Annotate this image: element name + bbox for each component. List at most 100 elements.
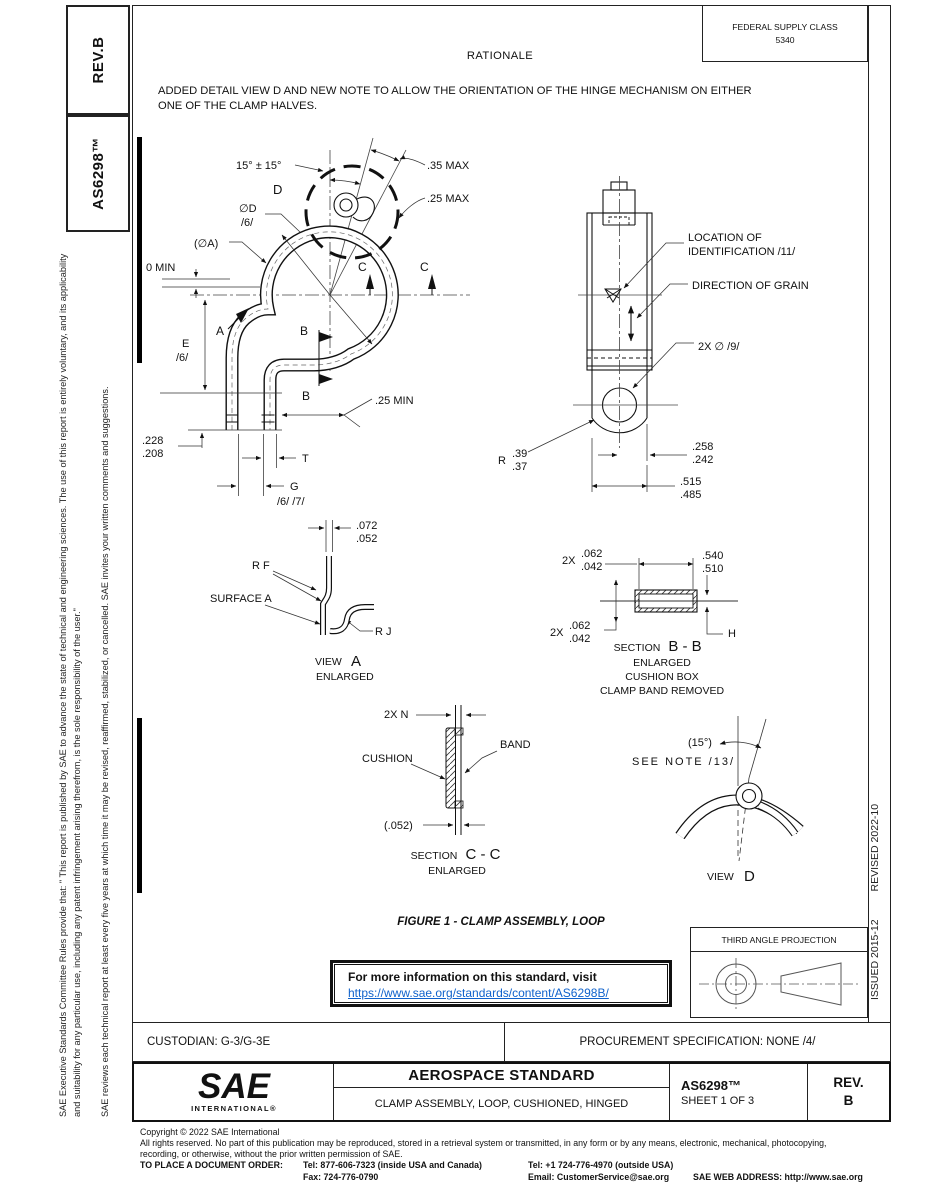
copyright-line: Copyright © 2022 SAE International: [140, 1127, 280, 1137]
sae-logo-text: SAE: [198, 1067, 272, 1106]
revision-label: REV.: [833, 1075, 864, 1091]
info-box: For more information on this standard, v…: [330, 960, 672, 1007]
document-code-box: AS6298™: [66, 115, 130, 232]
dim-note: /6/: [176, 352, 189, 364]
band-plan-view: LOCATION OF IDENTIFICATION /11/ DIRECTIO…: [498, 176, 809, 501]
section-caption: CLAMP BAND REMOVED: [600, 685, 724, 697]
main-clamp-view: 15° ± 15° .35 MAX .25 MAX D ∅D /6/ (∅A) …: [142, 137, 470, 508]
dim-label: .242: [692, 454, 713, 466]
callout-label: LOCATION OF: [688, 232, 762, 244]
right-column-line: [868, 5, 869, 1022]
dim-label: H: [728, 628, 736, 640]
revision-cell: REV. B: [808, 1064, 889, 1120]
view-letter: A: [216, 324, 224, 338]
custodian-row: CUSTODIAN: G-3/G-3E PROCUREMENT SPECIFIC…: [132, 1022, 891, 1062]
callout-label: DIRECTION OF GRAIN: [692, 280, 809, 292]
dim-note: /6/ /7/: [277, 496, 305, 508]
third-angle-projection-box: THIRD ANGLE PROJECTION: [690, 927, 868, 1018]
section-letter: C: [420, 260, 429, 274]
change-bar-bottom: [137, 718, 142, 893]
detail-letter: D: [273, 182, 282, 197]
dim-label: .25 MIN: [375, 395, 414, 407]
section-caption: ENLARGED: [633, 657, 691, 669]
hinge-loop: [333, 192, 359, 218]
view-a-enlarged: .072 .052 R F SURFACE A R J VIEW A ENLAR…: [210, 520, 392, 683]
title-block-middle: AEROSPACE STANDARD CLAMP ASSEMBLY, LOOP,…: [334, 1064, 670, 1120]
sae-logo: SAE INTERNATIONAL®: [134, 1064, 334, 1120]
dim-label: .25 MAX: [427, 193, 470, 205]
procurement-cell: PROCUREMENT SPECIFICATION: NONE /4/: [579, 1036, 816, 1048]
dim-label: .072: [356, 520, 377, 532]
callout-label: SURFACE A: [210, 593, 272, 605]
view-caption: VIEW: [315, 656, 342, 668]
rev-box: REV. B: [66, 5, 130, 115]
dim-label: (15°): [688, 737, 712, 749]
view-letter: A: [351, 653, 361, 670]
section-letter: B: [302, 389, 310, 403]
order-label: TO PLACE A DOCUMENT ORDER:: [140, 1160, 283, 1170]
dim-label: .062: [581, 548, 602, 560]
projection-title: THIRD ANGLE PROJECTION: [691, 928, 867, 952]
dim-label: G: [290, 481, 299, 493]
dim-label: .052: [356, 533, 377, 545]
section-b-b: 2X .062 .042 .540 .510 2X .062 .042 H SE…: [550, 548, 738, 697]
rationale-line-1: ADDED DETAIL VIEW D AND NEW NOTE TO ALLO…: [158, 85, 752, 97]
dim-label: .042: [581, 561, 602, 573]
dim-label: .228: [142, 435, 163, 447]
rights-line-2: recording, or otherwise, without the pri…: [140, 1149, 403, 1159]
dim-label: ∅D: [239, 203, 257, 215]
side-note-2: SAE reviews each technical report at lea…: [99, 386, 110, 1117]
view-letter: D: [744, 868, 755, 885]
dim-label: 2X N: [384, 709, 409, 721]
section-caption: ENLARGED: [428, 865, 486, 877]
side-legal-notes: SAE Executive Standards Committee Rules …: [56, 243, 114, 1117]
callout-label: SEE NOTE /13/: [632, 756, 735, 768]
issued-revised-column: ISSUED 2015-12 REVISED 2022-10: [869, 558, 892, 1000]
standard-link[interactable]: https://www.sae.org/standards/content/AS…: [348, 986, 609, 1000]
callout-label: 2X ∅ /9/: [698, 341, 740, 353]
sheet-number: SHEET 1 OF 3: [681, 1094, 755, 1107]
detail-d-boundary: [304, 164, 400, 260]
dim-label: E: [182, 338, 189, 350]
standard-type: AEROSPACE STANDARD: [334, 1064, 669, 1088]
tel-inside: Tel: 877-606-7323 (inside USA and Canada…: [303, 1160, 482, 1170]
rev-label: REV.: [89, 47, 107, 84]
info-text: For more information on this standard, v…: [348, 970, 597, 984]
document-number: AS6298™: [681, 1077, 741, 1093]
section-caption: SECTION: [614, 642, 661, 654]
dim-label: .515: [680, 476, 701, 488]
dim-label: .258: [692, 441, 713, 453]
change-bar-top: [137, 137, 142, 363]
tel-outside: Tel: +1 724-776-4970 (outside USA): [528, 1160, 674, 1170]
callout-label: R F: [252, 560, 270, 572]
dim-label: R: [498, 455, 506, 467]
dim-label: (∅A): [194, 238, 218, 250]
callout-label: BAND: [500, 739, 531, 751]
dim-label: .37: [512, 461, 527, 473]
view-caption: VIEW: [707, 871, 734, 883]
issued-date: ISSUED 2015-12: [869, 919, 881, 1000]
third-angle-projection-symbol: [699, 958, 859, 1010]
figure-caption: FIGURE 1 - CLAMP ASSEMBLY, LOOP: [397, 916, 605, 928]
document-title: CLAMP ASSEMBLY, LOOP, CUSHIONED, HINGED: [374, 1098, 629, 1110]
email-line: Email: CustomerService@sae.org: [528, 1172, 670, 1182]
dim-label: .510: [702, 563, 723, 575]
dim-label: 0 MIN: [146, 262, 175, 274]
section-letter: B - B: [668, 638, 701, 655]
section-letter: C: [358, 260, 367, 274]
callout-label: CUSHION: [362, 753, 413, 765]
section-letter: C - C: [466, 846, 501, 863]
figure-1-drawing: 15° ± 15° .35 MAX .25 MAX D ∅D /6/ (∅A) …: [142, 137, 809, 885]
dim-note: /6/: [241, 217, 254, 229]
side-note-1: SAE Executive Standards Committee Rules …: [58, 253, 83, 1117]
dim-label: .042: [569, 633, 590, 645]
title-block: SAE INTERNATIONAL® AEROSPACE STANDARD CL…: [132, 1062, 891, 1122]
dim-label: .208: [142, 448, 163, 460]
sae-logo-subtext: INTERNATIONAL®: [191, 1104, 277, 1113]
document-code: AS6298™: [89, 137, 107, 210]
revised-date: REVISED 2022-10: [869, 803, 881, 892]
rev-value: B: [89, 36, 107, 48]
dim-label: .485: [680, 489, 701, 501]
dim-label: T: [302, 453, 309, 465]
